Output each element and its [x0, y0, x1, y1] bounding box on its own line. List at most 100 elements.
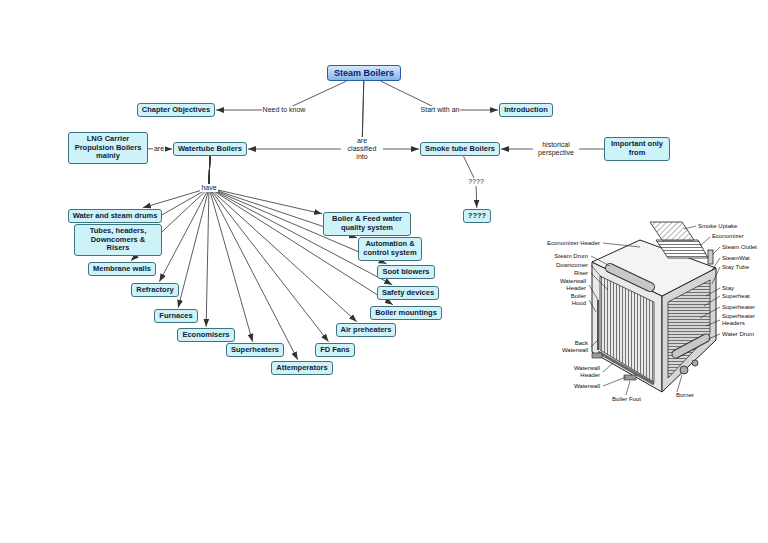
part-label: Stay	[722, 285, 734, 292]
steam-drum	[610, 268, 650, 287]
concept-box: Water and steam drums	[68, 209, 163, 224]
concept-box: LNG Carrier Propulsion Boilers mainly	[68, 132, 148, 164]
burner	[692, 360, 698, 366]
part-label: Steam Drum	[554, 253, 588, 260]
part-label: Economizer	[712, 233, 744, 240]
concept-text: Superheaters	[231, 346, 279, 355]
part-label: Waterwall Header	[556, 278, 586, 291]
part-label: Steam Outlet	[722, 244, 757, 251]
linking-phrase: Start with an	[420, 106, 461, 114]
concept-box: Attemperators	[271, 361, 332, 376]
part-label: Water Drum	[722, 331, 754, 338]
steam-outlet-pipe	[708, 250, 713, 264]
linking-phrase: historical perspective	[533, 141, 579, 156]
concept-text: Membrane walls	[93, 265, 151, 274]
concept-text: Chapter Objectives	[142, 106, 210, 115]
concept-text: Watertube Boilers	[178, 145, 242, 154]
concept-text: Water and steam drums	[73, 212, 158, 221]
root-concept: Steam Boilers	[327, 65, 401, 81]
concept-box: Smoke tube Boilers	[420, 142, 500, 157]
part-label: Economizer Header	[547, 240, 600, 247]
water-drum	[676, 338, 706, 354]
linking-phrase: are	[153, 145, 165, 153]
boiler-foot	[624, 375, 636, 380]
part-label: Downcomer	[556, 262, 588, 269]
concept-text: ????	[468, 212, 486, 221]
concept-box: Air preheaters	[336, 323, 397, 338]
concept-text: Economisers	[182, 331, 229, 340]
concept-text: Smoke tube Boilers	[425, 145, 495, 154]
concept-text: Soot blowers	[382, 268, 429, 277]
part-label: Back Waterwall	[556, 340, 588, 353]
tube-bank	[600, 276, 654, 382]
concept-text: LNG Carrier Propulsion Boilers mainly	[73, 135, 143, 161]
concept-text: Attemperators	[276, 364, 327, 373]
concept-text: Boiler & Feed water quality system	[328, 215, 406, 232]
concept-box: Safety devices	[377, 286, 439, 301]
concept-text: Introduction	[504, 106, 548, 115]
concept-box: Tubes, headers, Downcomers & Risers	[74, 224, 162, 256]
boiler-foot	[592, 353, 602, 358]
concept-box: ????	[463, 209, 491, 224]
part-label: Waterwall	[574, 383, 600, 390]
linking-phrase: Need to know	[262, 106, 307, 114]
boiler-casing	[592, 240, 716, 392]
linking-phrase: are classified into	[341, 137, 383, 160]
smoke-uptake	[650, 222, 694, 240]
part-label: Smoke Uptake	[698, 223, 737, 230]
link-arrow	[209, 156, 357, 321]
concept-text: Tubes, headers, Downcomers & Risers	[79, 227, 157, 253]
economizer-ground	[656, 240, 708, 258]
waterwall-header	[598, 352, 654, 384]
part-label: Burner	[676, 392, 694, 399]
leader-lines	[589, 226, 720, 395]
linking-phrase: ????	[467, 178, 485, 186]
concept-box: Boiler & Feed water quality system	[323, 212, 411, 235]
concept-box: Economisers	[177, 328, 234, 343]
part-label: Boiler Hood	[562, 293, 586, 306]
part-label: SteamWat	[722, 255, 750, 262]
concept-box: Furnaces	[154, 309, 197, 324]
concept-box: Soot blowers	[377, 265, 434, 280]
part-label: Superheat	[722, 293, 750, 300]
back-waterwall	[597, 300, 599, 350]
concept-box: Boiler mountings	[370, 306, 442, 321]
water-drum-outline	[676, 338, 706, 354]
concept-text: Important only from	[609, 140, 665, 157]
link-arrow	[178, 156, 210, 307]
concept-text: Air preheaters	[341, 326, 392, 335]
link-arrow	[209, 156, 329, 341]
concept-box: Introduction	[499, 103, 553, 118]
economizer	[656, 240, 708, 258]
part-label: Stay Tube	[722, 264, 749, 271]
concept-box: Superheaters	[226, 343, 284, 358]
concept-box: Automation & control system	[358, 237, 422, 260]
concept-box: Watertube Boilers	[173, 142, 247, 157]
concept-box: Membrane walls	[88, 262, 156, 277]
concept-text: Furnaces	[159, 312, 192, 321]
part-label: Superheater Headers	[722, 313, 766, 326]
part-label: Riser	[574, 270, 588, 277]
concept-text: FD Fans	[320, 346, 350, 355]
steam-drum-outline	[610, 268, 650, 287]
concept-text: Refractory	[136, 286, 174, 295]
concept-box: Important only from	[604, 137, 670, 160]
uptake-ground	[650, 222, 694, 240]
linking-phrase: have	[200, 184, 217, 192]
part-label: Waterwall Header	[570, 365, 600, 378]
part-label: Boiler Foot	[612, 396, 641, 403]
concept-box: Refractory	[131, 283, 179, 298]
concept-text: Boiler mountings	[375, 309, 437, 318]
link-arrow	[143, 156, 210, 207]
concept-text: Steam Boilers	[334, 68, 394, 78]
link-arrow	[209, 156, 322, 213]
burner	[680, 366, 688, 374]
superheater-coils	[668, 280, 710, 378]
concept-text: Safety devices	[382, 289, 434, 298]
part-label: Superheater	[722, 304, 755, 311]
link-arrow	[159, 156, 209, 281]
concept-box: Chapter Objectives	[137, 103, 215, 118]
concept-box: FD Fans	[315, 343, 355, 358]
concept-text: Automation & control system	[363, 240, 417, 257]
